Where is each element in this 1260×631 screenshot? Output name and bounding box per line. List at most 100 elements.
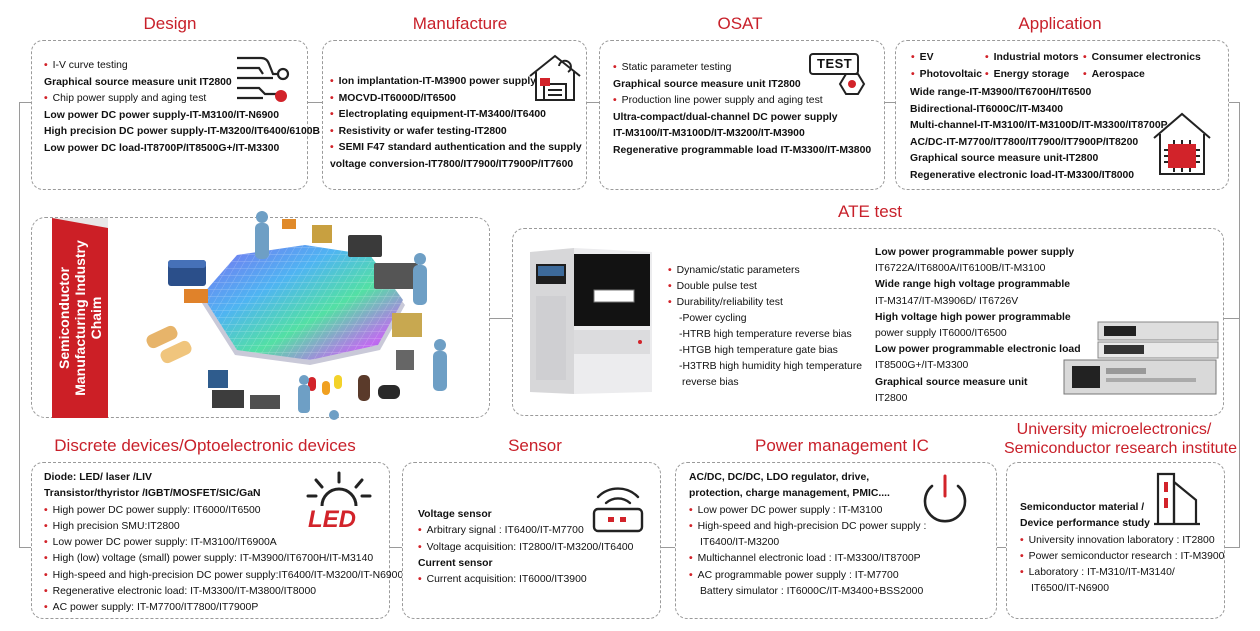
application-line: AC/DC-IT-M7700/IT7800/IT7900/IT7900P/IT8… bbox=[910, 136, 1139, 148]
building-icon bbox=[1154, 472, 1200, 526]
design-line: Low power DC load-IT8700P/IT8500G+/IT-M3… bbox=[44, 142, 280, 154]
connector-pmic-university bbox=[996, 547, 1006, 549]
ate-product-line: power supply IT6000/IT6500 bbox=[875, 328, 1007, 340]
pmic-panel bbox=[675, 462, 997, 619]
osat-line: Ultra-compact/dual-channel DC power supp… bbox=[613, 111, 838, 123]
discrete-line: High (low) voltage (small) power supply:… bbox=[44, 551, 403, 567]
pmic-line: High-speed and high-precision DC power s… bbox=[689, 519, 927, 535]
application-tag: Energy storage bbox=[985, 67, 1079, 84]
pmic-line: Battery simulator : IT6000C/IT-M3400+BSS… bbox=[700, 586, 924, 598]
connector-right-bottom bbox=[1225, 547, 1240, 549]
industry-chain-banner: Semiconductor Manufacturing Industry Cha… bbox=[52, 218, 108, 418]
connector-right-top bbox=[1228, 102, 1240, 104]
sensor-line: Current sensor bbox=[418, 557, 493, 569]
manufacture-text: Ion implantation-IT-M3900 power supplyMO… bbox=[330, 74, 582, 174]
industry-chain-title-line2: Manufacturing Industry bbox=[72, 240, 88, 396]
ate-product-line: Graphical source measure unit bbox=[875, 376, 1028, 388]
connector-osat-application bbox=[884, 102, 896, 104]
discrete-line: Diode: LED/ laser /LIV bbox=[44, 472, 152, 483]
university-line: IT6500/IT-N6900 bbox=[1031, 583, 1109, 595]
manufacture-line: Electroplating equipment-IT-M3400/IT6400 bbox=[330, 107, 582, 124]
pmic-line: Low power DC power supply : IT-M3100 bbox=[689, 503, 926, 519]
wafer-illustration bbox=[146, 211, 447, 420]
university-title-line2: Semiconductor research institute bbox=[1004, 440, 1237, 457]
ate-product-line: IT8500G+/IT-M3300 bbox=[875, 360, 969, 372]
connector-left-bottom bbox=[19, 547, 32, 549]
manufacture-title: Manufacture bbox=[412, 14, 508, 33]
application-tags-col3: Consumer electronicsAerospace bbox=[1083, 50, 1201, 83]
connector-left-top bbox=[19, 102, 31, 104]
connector-right-vertical bbox=[1239, 102, 1241, 548]
application-line: Multi-channel-IT-M3100/IT-M3100D/IT-M330… bbox=[910, 120, 1168, 132]
design-line: I-V curve testing bbox=[44, 58, 320, 75]
discrete-title: Discrete devices/Optoelectronic devices bbox=[54, 436, 356, 455]
university-line: University innovation laboratory : IT280… bbox=[1020, 533, 1224, 549]
discrete-line: Low power DC power supply: IT-M3100/IT69… bbox=[44, 535, 403, 551]
pmic-line: IT6400/IT-M3200 bbox=[700, 537, 780, 549]
ate-product-line: Low power programmable power supply bbox=[875, 247, 1075, 258]
osat-line: Static parameter testing bbox=[613, 60, 871, 77]
application-tag: Consumer electronics bbox=[1083, 50, 1201, 67]
ate-title: ATE test bbox=[838, 202, 902, 221]
ate-bullet-line: -H3TRB high humidity high temperature bbox=[679, 361, 863, 372]
application-title: Application bbox=[1018, 14, 1102, 33]
application-line: Bidirectional-IT6000C/IT-M3400 bbox=[910, 103, 1064, 115]
manufacture-line: Resistivity or wafer testing-IT2800 bbox=[330, 124, 582, 141]
application-tag: Industrial motors bbox=[985, 50, 1079, 67]
manufacture-line: SEMI F47 standard authentication and the… bbox=[330, 140, 582, 157]
university-title: University microelectronics/ Semiconduct… bbox=[1004, 420, 1237, 458]
ate-machine-illustration bbox=[530, 248, 652, 394]
sensor-line: Arbitrary signal : IT6400/IT-M7700 bbox=[418, 523, 633, 539]
osat-title: OSAT bbox=[717, 14, 763, 33]
ate-bullets: Dynamic/static parametersDouble pulse te… bbox=[668, 263, 862, 391]
discrete-line: High-speed and high-precision DC power s… bbox=[44, 568, 404, 584]
factory-icon bbox=[529, 54, 581, 101]
design-line: Graphical source measure unit IT2800 bbox=[44, 76, 232, 88]
design-line: Low power DC power supply-IT-M3100/IT-N6… bbox=[44, 109, 279, 121]
led-icon: LED bbox=[304, 470, 374, 538]
ate-product-line: IT2800 bbox=[875, 392, 908, 404]
industry-chain-title-line1: Semiconductor bbox=[56, 267, 72, 369]
design-line: High precision DC power supply-IT-M3200/… bbox=[44, 126, 321, 138]
pmic-line: AC/DC, DC/DC, LDO regulator, drive, bbox=[689, 472, 870, 483]
ate-product-line: High voltage high power programmable bbox=[875, 311, 1071, 323]
house-chip-icon bbox=[1153, 112, 1211, 175]
pmic-line: AC programmable power supply : IT-M7700 bbox=[689, 568, 926, 584]
university-text: Semiconductor material / Device performan… bbox=[1020, 500, 1224, 598]
application-tag: EV bbox=[911, 50, 982, 67]
manufacture-line: voltage conversion-IT7800/IT7900/IT7900P… bbox=[330, 158, 574, 170]
application-tag: Aerospace bbox=[1083, 67, 1201, 84]
sensor-text: Voltage sensorArbitrary signal : IT6400/… bbox=[418, 507, 633, 588]
ate-bullet-line: Double pulse test bbox=[668, 279, 862, 295]
connector-left-vertical bbox=[19, 102, 21, 548]
ate-product-line: Low power programmable electronic load bbox=[875, 344, 1081, 356]
osat-line: Production line power supply and aging t… bbox=[613, 93, 871, 110]
application-tag: Photovoltaic bbox=[911, 67, 982, 84]
connector-sensor-pmic bbox=[660, 547, 676, 549]
application-tags-col2: Industrial motorsEnergy storage bbox=[985, 50, 1079, 83]
application-line: Wide range-IT-M3900/IT6700H/IT6500 bbox=[910, 87, 1092, 98]
industry-chain-title-line3: Chaim bbox=[88, 296, 104, 340]
pmic-line: Multichannel electronic load : IT-M3300/… bbox=[689, 551, 926, 567]
discrete-line: High power DC power supply: IT6000/IT650… bbox=[44, 503, 403, 519]
university-line: Semiconductor material / bbox=[1020, 502, 1145, 513]
sensor-icon bbox=[592, 487, 644, 533]
led-icon-label: LED bbox=[308, 506, 356, 533]
osat-line: Graphical source measure unit IT2800 bbox=[613, 78, 801, 90]
osat-line: Regenerative programmable load IT-M3300/… bbox=[613, 144, 872, 156]
ate-bullet-line: Durability/reliability test bbox=[668, 295, 862, 311]
ate-bullet-line: Dynamic/static parameters bbox=[668, 263, 862, 279]
ate-product-line: IT-M3147/IT-M3906D/ IT6726V bbox=[875, 295, 1019, 307]
power-icon bbox=[923, 474, 967, 523]
university-line: Device performance study bbox=[1020, 518, 1150, 530]
manufacture-line: Ion implantation-IT-M3900 power supply bbox=[330, 74, 582, 91]
application-line: Graphical source measure unit-IT2800 bbox=[910, 153, 1099, 165]
discrete-line: Regenerative electronic load: IT-M3300/I… bbox=[44, 584, 403, 600]
discrete-line: High precision SMU:IT2800 bbox=[44, 519, 403, 535]
pmic-line: protection, charge management, PMIC.... bbox=[689, 488, 890, 500]
ate-bullet-line: -Power cycling bbox=[679, 313, 747, 324]
osat-line: IT-M3100/IT-M3100D/IT-M3200/IT-M3900 bbox=[613, 128, 805, 140]
sensor-title: Sensor bbox=[508, 436, 562, 455]
